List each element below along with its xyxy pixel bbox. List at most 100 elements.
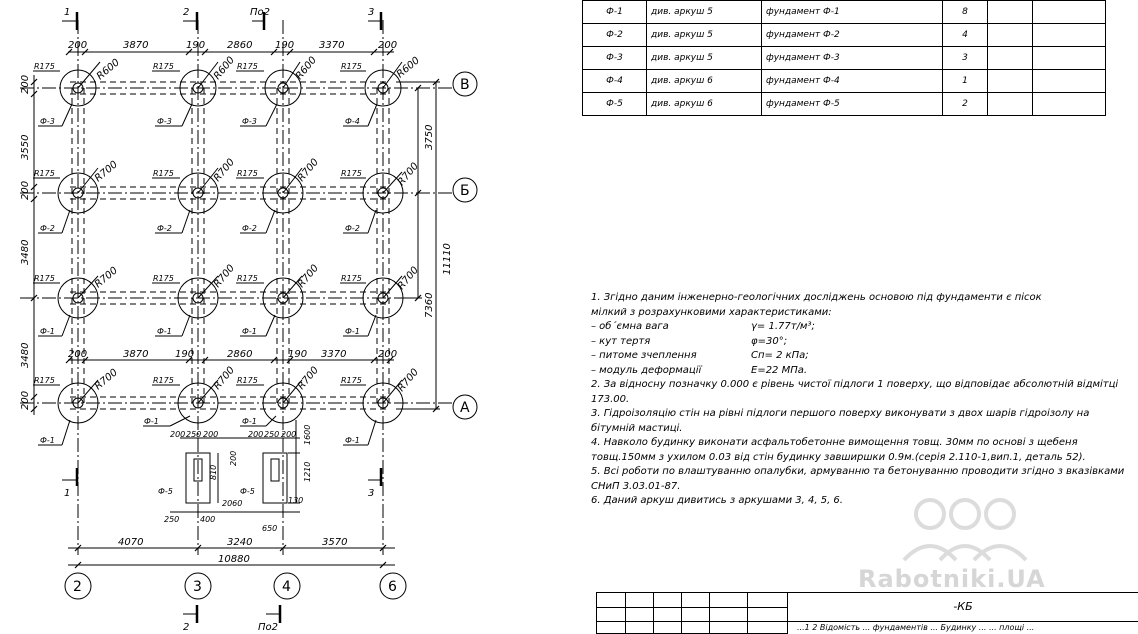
radius-label: R700 — [396, 367, 421, 394]
radius-label: R175 — [341, 169, 362, 178]
foundation-mark: Ф-1 — [345, 327, 360, 336]
radius-label: R600 — [95, 57, 122, 82]
axis-label: В — [460, 77, 470, 93]
radius-label: R175 — [34, 62, 55, 71]
dim-overall: 10880 — [218, 554, 250, 565]
pier-dim: 200 — [203, 430, 218, 439]
radius-label: R175 — [153, 62, 174, 71]
dim-right: 11110 — [442, 243, 453, 275]
table-row: Ф-2 див. аркуш 5 фундамент Ф-2 4 — [582, 23, 1106, 47]
note-1a: 1. Згідно даним інженерно-геологічних до… — [591, 292, 1042, 303]
section-po2-bottom: По2 — [258, 622, 278, 633]
table-cell-empty — [987, 92, 1033, 116]
note-4: 4. Навколо будинку виконати асфальтобето… — [591, 437, 1086, 463]
pier-dim: 250 — [164, 515, 179, 524]
foundation-mark: Ф-3 — [40, 117, 55, 126]
pier-dim: 400 — [200, 515, 215, 524]
radius-label: R175 — [237, 62, 258, 71]
table-cell-name: фундамент Ф-3 — [761, 46, 943, 70]
pier-dim: 650 — [262, 524, 277, 533]
drawing-code: -КБ — [787, 593, 1138, 622]
foundation-mark: Ф-1 — [242, 327, 257, 336]
stamp-cell — [747, 607, 788, 622]
section-2-bottom: 2 — [183, 622, 189, 633]
table-row: Ф-4 див. аркуш 6 фундамент Ф-4 1 — [582, 69, 1106, 93]
dim-left: 200 — [20, 75, 31, 94]
stamp-cell — [747, 621, 788, 634]
axis-label: 3 — [193, 579, 202, 595]
dim-right: 3750 — [424, 125, 435, 150]
axis-label: Б — [460, 183, 470, 199]
note-3: 3. Гідроізоляцію стін на рівні підлоги п… — [591, 408, 1090, 434]
table-cell-doc: див. аркуш 5 — [646, 0, 762, 24]
foundation-mark: Ф-5 — [240, 487, 255, 496]
foundation-mark: Ф-2 — [242, 224, 257, 233]
general-notes: 1. Згідно даним інженерно-геологічних до… — [591, 291, 1131, 509]
radius-label: R175 — [341, 376, 362, 385]
stamp-cell — [625, 593, 654, 608]
dim-bottom: 4070 — [118, 537, 143, 548]
table-cell-empty — [987, 69, 1033, 93]
radius-label: R700 — [212, 263, 237, 290]
dim-mid: 190 — [288, 349, 307, 360]
table-cell-doc: див. аркуш 6 — [646, 69, 762, 93]
pier-dim: 2060 — [222, 499, 242, 508]
table-cell-mark: Ф-2 — [582, 23, 647, 47]
table-row: Ф-5 див. аркуш 6 фундамент Ф-5 2 — [582, 92, 1106, 116]
foundation-mark: Ф-4 — [345, 117, 360, 126]
soil-key: – кут тертя — [591, 335, 651, 347]
stamp-cell — [625, 621, 654, 634]
radius-label: R175 — [153, 169, 174, 178]
table-cell-empty — [1032, 69, 1106, 93]
pier-dim: 1600 — [303, 425, 312, 445]
foundation-mark: Ф-1 — [144, 417, 159, 426]
pier-dim: 200 — [229, 451, 238, 466]
radius-label: R600 — [395, 55, 422, 80]
dim-top: 3870 — [123, 40, 148, 51]
radius-label: R700 — [296, 263, 321, 290]
radius-label: R175 — [34, 376, 55, 385]
dim-right: 7360 — [424, 293, 435, 318]
soil-value: γ= 1.77т/м³; — [751, 321, 815, 332]
foundation-mark: Ф-3 — [157, 117, 172, 126]
stamp-cell — [747, 593, 788, 608]
note-2: 2. За відносну позначку 0.000 є рівень ч… — [591, 379, 1119, 405]
foundation-mark: Ф-5 — [158, 487, 173, 496]
dim-bottom: 3240 — [227, 537, 252, 548]
stamp-cell — [597, 621, 626, 634]
foundation-circles — [57, 69, 404, 424]
foundation-spec-table: Ф-1 див. аркуш 5 фундамент Ф-1 8 Ф-2 див… — [582, 0, 1106, 116]
radius-label: R700 — [212, 365, 237, 392]
soil-key: – модуль деформації — [591, 364, 702, 376]
radius-label: R175 — [153, 274, 174, 283]
note-6: 6. Даний аркуш дивитись з аркушами 3, 4,… — [591, 495, 843, 506]
pier-dim: 1210 — [303, 462, 312, 482]
note-5: 5. Всі роботи по влаштуванню опалубки, а… — [591, 466, 1125, 492]
axis-label: А — [460, 400, 470, 416]
radius-label: R175 — [237, 274, 258, 283]
section-3-bottom: 3 — [368, 488, 374, 499]
table-cell-doc: див. аркуш 5 — [646, 46, 762, 70]
dim-top: 2860 — [227, 40, 252, 51]
radius-label: R175 — [341, 274, 362, 283]
table-cell-name: фундамент Ф-5 — [761, 92, 943, 116]
table-cell-name: фундамент Ф-4 — [761, 69, 943, 93]
foundation-mark: Ф-1 — [157, 327, 172, 336]
table-cell-empty — [987, 23, 1033, 47]
stamp-cell — [709, 593, 748, 608]
note-1b: мілкий з розрахунковими характеристиками… — [591, 306, 832, 318]
radius-label: R700 — [93, 367, 120, 392]
watermark-logo-icon — [902, 498, 1028, 562]
pier-dim: 810 — [209, 465, 218, 480]
table-cell-empty — [1032, 46, 1106, 70]
table-row: Ф-3 див. аркуш 5 фундамент Ф-3 3 — [582, 46, 1106, 70]
radius-label: R175 — [341, 62, 362, 71]
table-cell-qty: 4 — [942, 23, 988, 47]
radius-label: R700 — [296, 365, 321, 392]
table-cell-qty: 3 — [942, 46, 988, 70]
dim-left: 200 — [20, 181, 31, 200]
pier-dim: 200 — [248, 430, 263, 439]
